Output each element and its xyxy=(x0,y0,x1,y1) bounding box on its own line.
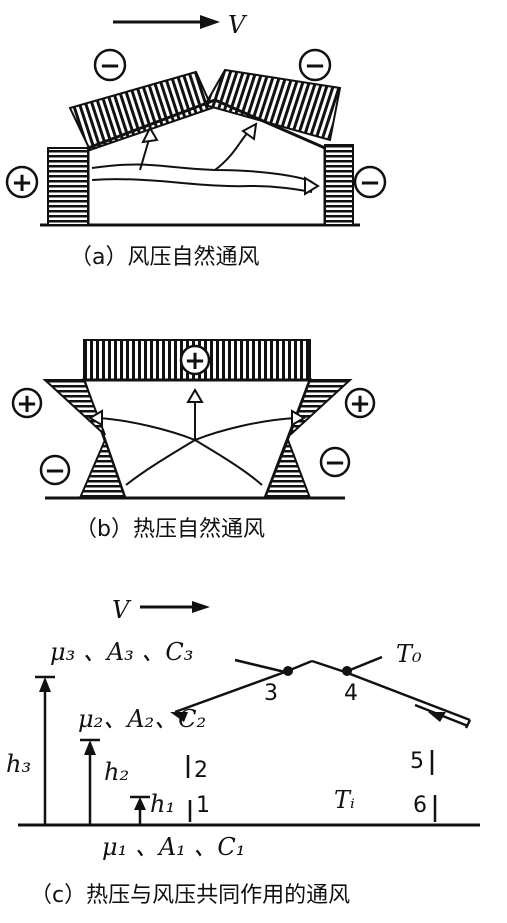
svg-text:−: − xyxy=(304,51,326,81)
wall-pressure-upper-right xyxy=(289,379,353,436)
opening-label-4: 4 xyxy=(344,681,358,706)
height-arrow-h1 xyxy=(130,795,150,825)
opening-label-3: 3 xyxy=(264,681,278,706)
mid-opening-params: μ₂、A₂、C₂ xyxy=(78,705,206,733)
wind-direction-arrow-c xyxy=(140,601,210,613)
wall-pressure-left xyxy=(47,147,89,226)
pressure-sign-upper-right: + xyxy=(344,387,376,419)
svg-text:−: − xyxy=(44,456,66,486)
opening-5-vent xyxy=(428,712,446,722)
height-label-h3: h₃ xyxy=(6,750,31,778)
wall-pressure-upper-left xyxy=(42,379,106,436)
svg-text:−: − xyxy=(359,168,381,198)
svg-text:+: + xyxy=(184,346,206,376)
caption-b: （b）热压自然通风 xyxy=(75,517,265,542)
opening-label-2: 2 xyxy=(194,758,208,783)
airflow-arrows-b xyxy=(88,388,306,486)
pressure-sign-wall-left: + xyxy=(5,165,39,199)
panel-c: V μ₃ 、A₃ 、C₃ T₀ 3 4 μ₂、A₂、C₂ 2 5 xyxy=(6,596,480,908)
roof-pressure-left xyxy=(68,70,214,152)
pressure-sign-upper-left: + xyxy=(11,387,43,419)
wall-pressure-lower-left xyxy=(78,437,127,499)
svg-text:+: + xyxy=(16,389,38,419)
airflow-arrows-a xyxy=(91,122,320,196)
caption-c: （c）热压与风压共同作用的通风 xyxy=(30,883,350,908)
top-opening-params: μ₃ 、A₃ 、C₃ xyxy=(50,638,193,666)
panel-b: + + + − xyxy=(11,339,376,542)
opening-4-vent xyxy=(342,666,352,676)
height-label-h2: h₂ xyxy=(104,758,129,786)
height-arrow-h2 xyxy=(80,738,100,825)
roof-pressure-right xyxy=(203,68,342,142)
opening-3-vent xyxy=(283,666,293,676)
opening-label-6: 6 xyxy=(413,793,427,818)
svg-text:−: − xyxy=(99,51,121,81)
roof-line-c xyxy=(174,655,472,729)
svg-text:+: + xyxy=(11,168,33,198)
wall-pressure-right xyxy=(324,144,354,226)
pressure-sign-wall-right: − xyxy=(353,165,387,199)
height-arrow-h3 xyxy=(35,675,55,825)
opening-label-5: 5 xyxy=(410,749,424,774)
pressure-sign-lower-left: − xyxy=(39,454,71,486)
pressure-sign-lower-right: − xyxy=(319,446,351,478)
bottom-opening-params: μ₁ 、A₁ 、C₁ xyxy=(102,833,245,861)
wall-pressure-lower-right xyxy=(263,437,312,499)
svg-text:+: + xyxy=(349,389,371,419)
velocity-label: V xyxy=(228,11,248,39)
height-label-h1: h₁ xyxy=(150,790,175,818)
pressure-sign-roof-right: − xyxy=(298,48,332,82)
wind-direction-arrow xyxy=(113,15,220,29)
indoor-temperature: Tᵢ xyxy=(334,786,355,814)
outdoor-temperature: T₀ xyxy=(396,640,422,668)
opening-2-vent xyxy=(170,712,188,722)
opening-label-1: 1 xyxy=(196,793,210,818)
pressure-sign-roof-left: − xyxy=(93,48,127,82)
panel-a: V − − + xyxy=(5,11,387,270)
pressure-sign-top xyxy=(179,344,211,376)
velocity-label-c: V xyxy=(112,596,132,624)
svg-text:−: − xyxy=(324,448,346,478)
caption-a: （a）风压自然通风 xyxy=(70,245,259,270)
